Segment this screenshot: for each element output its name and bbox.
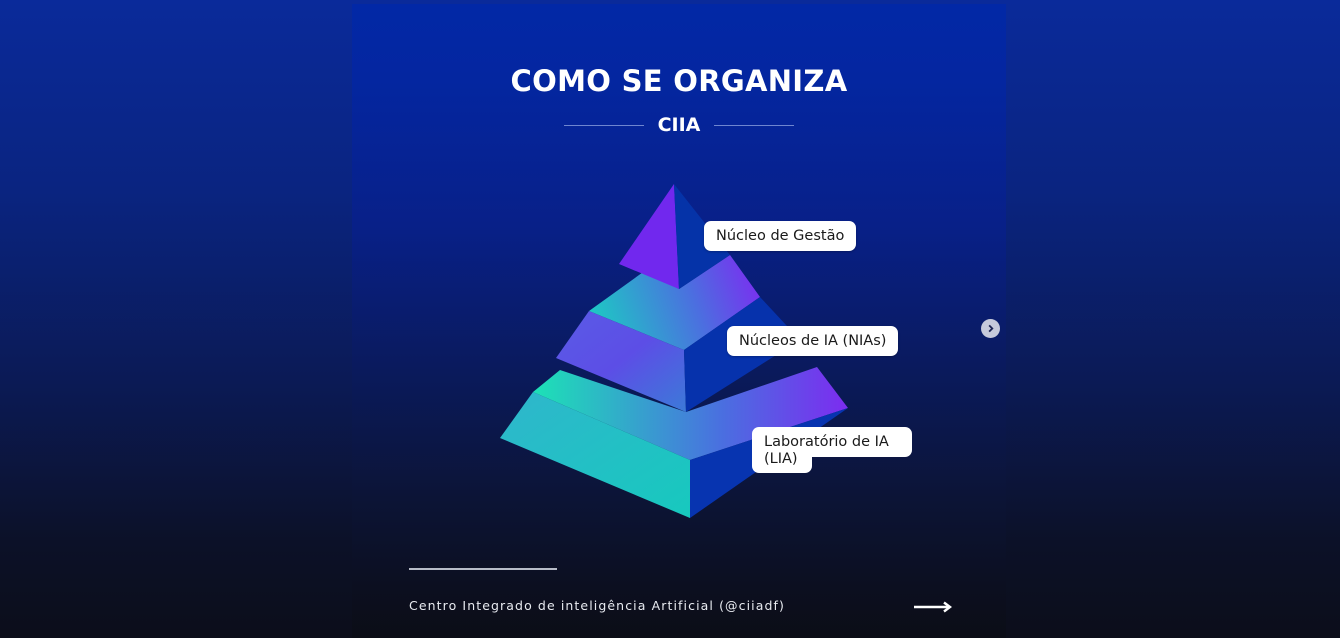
label-bg-line2 [752, 443, 812, 473]
carousel-next-button[interactable] [981, 319, 1000, 338]
level-label-gestao: Núcleo de Gestão [704, 221, 857, 251]
subtitle-rule-right [714, 124, 795, 126]
level-label-lia-text: Laboratório de IA (LIA) [764, 434, 889, 467]
chevron-right-icon [988, 324, 994, 333]
pyramid-diagram [500, 184, 848, 518]
subtitle-rule-left [563, 124, 644, 126]
subtitle-row: CIIA [352, 112, 1006, 138]
slide-title: COMO SE ORGANIZA [510, 64, 848, 98]
slide-card: COMO SE ORGANIZA CIIA [352, 4, 1006, 638]
pyramid-tier-top [619, 184, 730, 289]
footer-rule [409, 568, 557, 570]
level-label-nias: Núcleos de IA (NIAs) [727, 326, 899, 356]
slide-subtitle: CIIA [657, 114, 701, 136]
arrow-right-icon [914, 601, 952, 613]
footer-text: Centro Integrado de inteligência Artific… [409, 598, 786, 613]
